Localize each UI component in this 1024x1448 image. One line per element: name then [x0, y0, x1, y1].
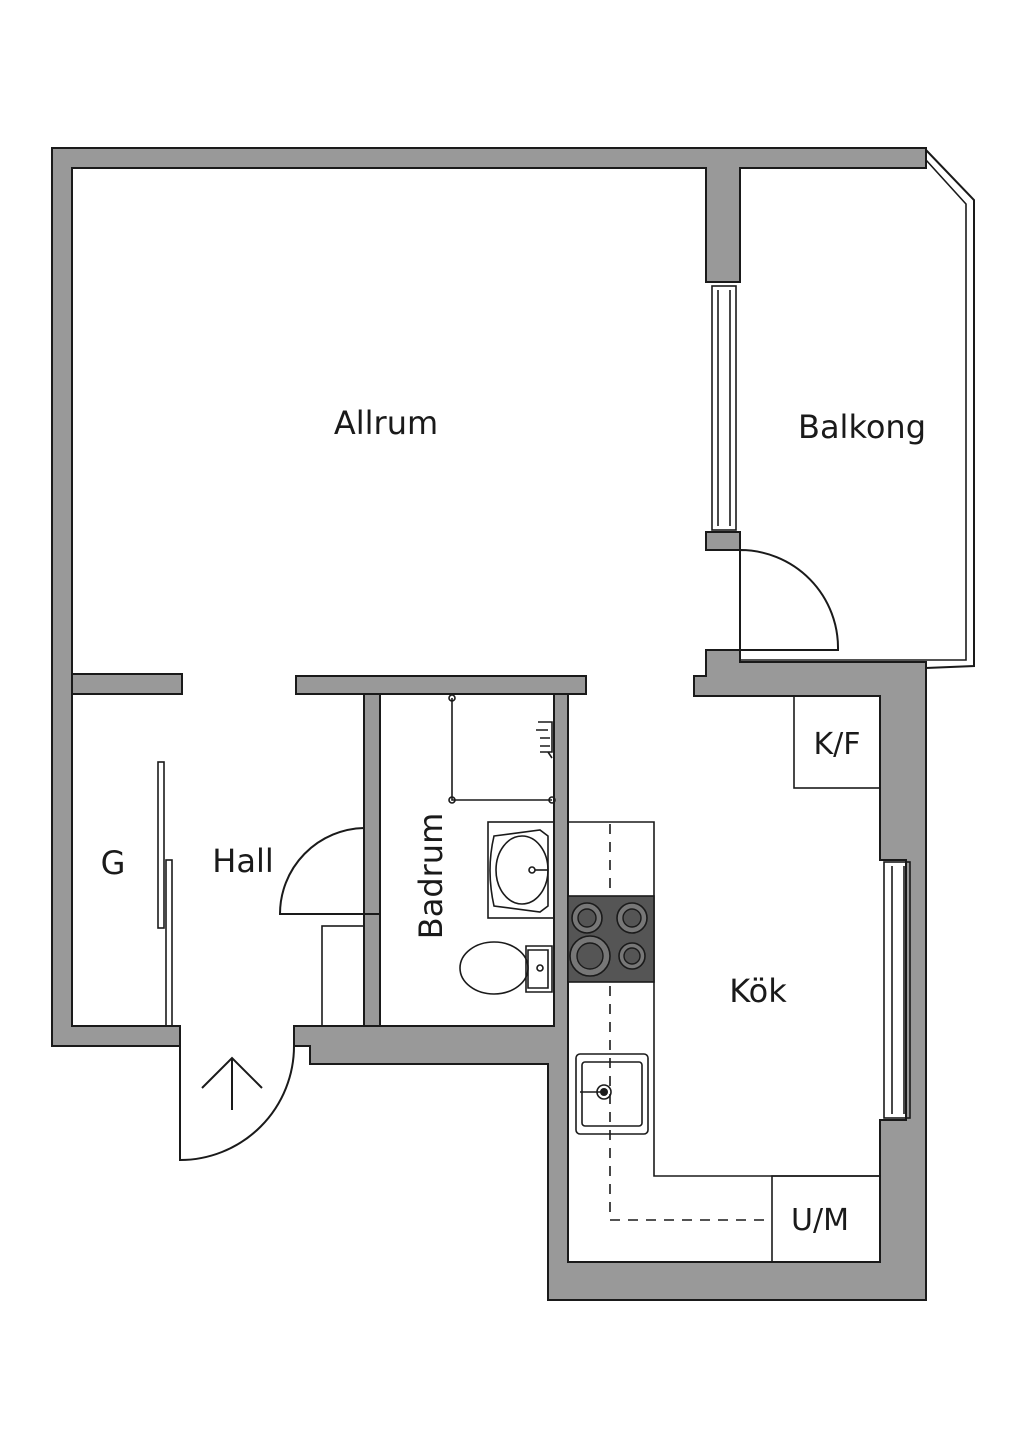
kitchen-counter [568, 821, 880, 1177]
room-label-badrum: Badrum [412, 813, 450, 939]
fixture-label-kyl-frys: K/F [813, 727, 860, 762]
walls [51, 147, 927, 1301]
oven-microwave [771, 1175, 881, 1263]
balcony [740, 149, 975, 669]
windows [711, 285, 911, 1119]
room-label-hall: Hall [212, 842, 273, 880]
wall-cabinets-outline [609, 824, 772, 1221]
door-entrance [179, 1045, 295, 1162]
door-bathroom [278, 827, 365, 915]
room-label-allrum: Allrum [334, 404, 438, 442]
room-label-kok: Kök [729, 972, 787, 1010]
kitchen-sink-icon [575, 1053, 649, 1135]
wall-top [51, 147, 927, 1047]
stove-icon [567, 895, 655, 983]
bathroom-fixtures [448, 694, 556, 995]
fixture-label-ugn-micro: U/M [791, 1203, 849, 1238]
bathroom-sink [487, 821, 555, 919]
balcony-railing-inner [740, 159, 967, 661]
shower-rail [451, 698, 552, 801]
room-label-balkong: Balkong [798, 408, 926, 446]
hall-cabinet [321, 925, 365, 1027]
room-label-garderob: G [101, 844, 126, 882]
shower-head-icon [536, 721, 553, 759]
entrance-arrow-icon [201, 1056, 263, 1110]
labels: Allrum Balkong Hall G Badrum Kök K/F U/M [101, 404, 926, 1238]
wardrobe-door-2 [165, 859, 173, 1027]
wardrobe-door-1 [157, 761, 165, 929]
window-balcony [711, 285, 737, 531]
kitchen-fixtures [567, 695, 881, 1263]
window-kitchen [883, 861, 911, 1119]
wall-allrum-hall-left [71, 673, 183, 695]
wall-hall-stub [363, 913, 381, 1027]
toilet-icon [459, 941, 553, 995]
fridge-freezer [793, 695, 881, 789]
wall-allrum-bath [295, 675, 587, 695]
balcony-railing [925, 149, 975, 669]
wall-balcony-lower [705, 531, 741, 551]
wardrobe [157, 761, 365, 1027]
doors [179, 549, 840, 1162]
door-balcony [739, 549, 840, 651]
